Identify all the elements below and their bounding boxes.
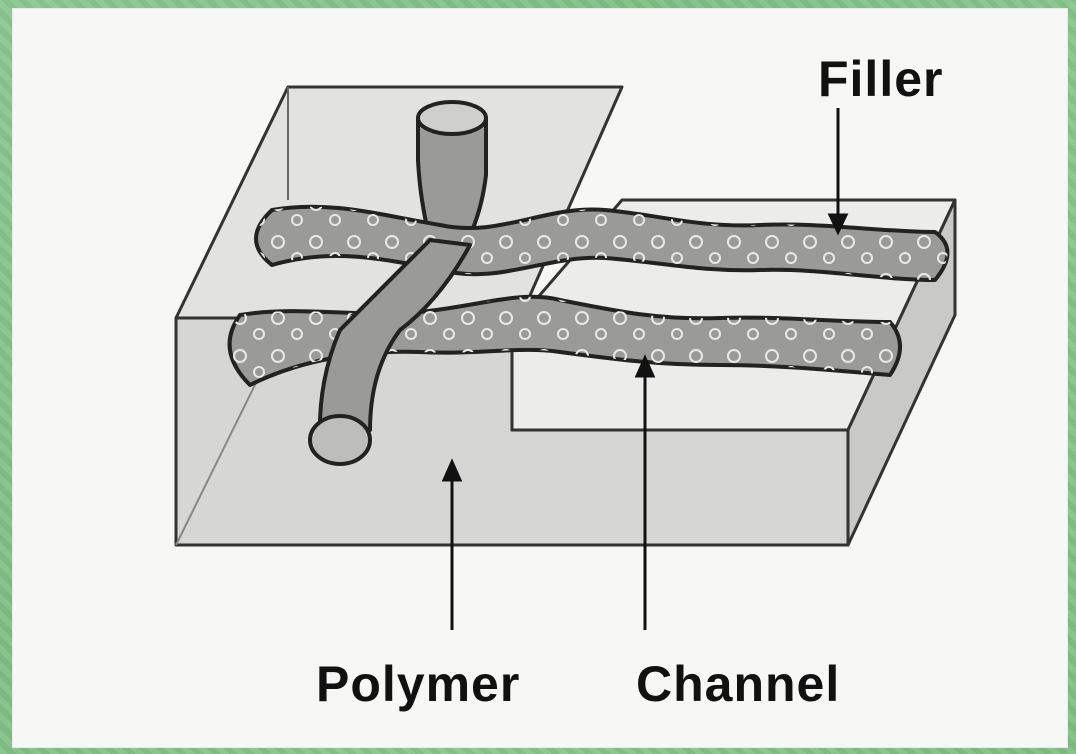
filler-label: Filler (818, 50, 943, 108)
polymer-label: Polymer (316, 655, 520, 713)
channel-opening-bottom (310, 416, 370, 464)
channel-opening-top (418, 102, 486, 134)
channel-label: Channel (636, 655, 840, 713)
